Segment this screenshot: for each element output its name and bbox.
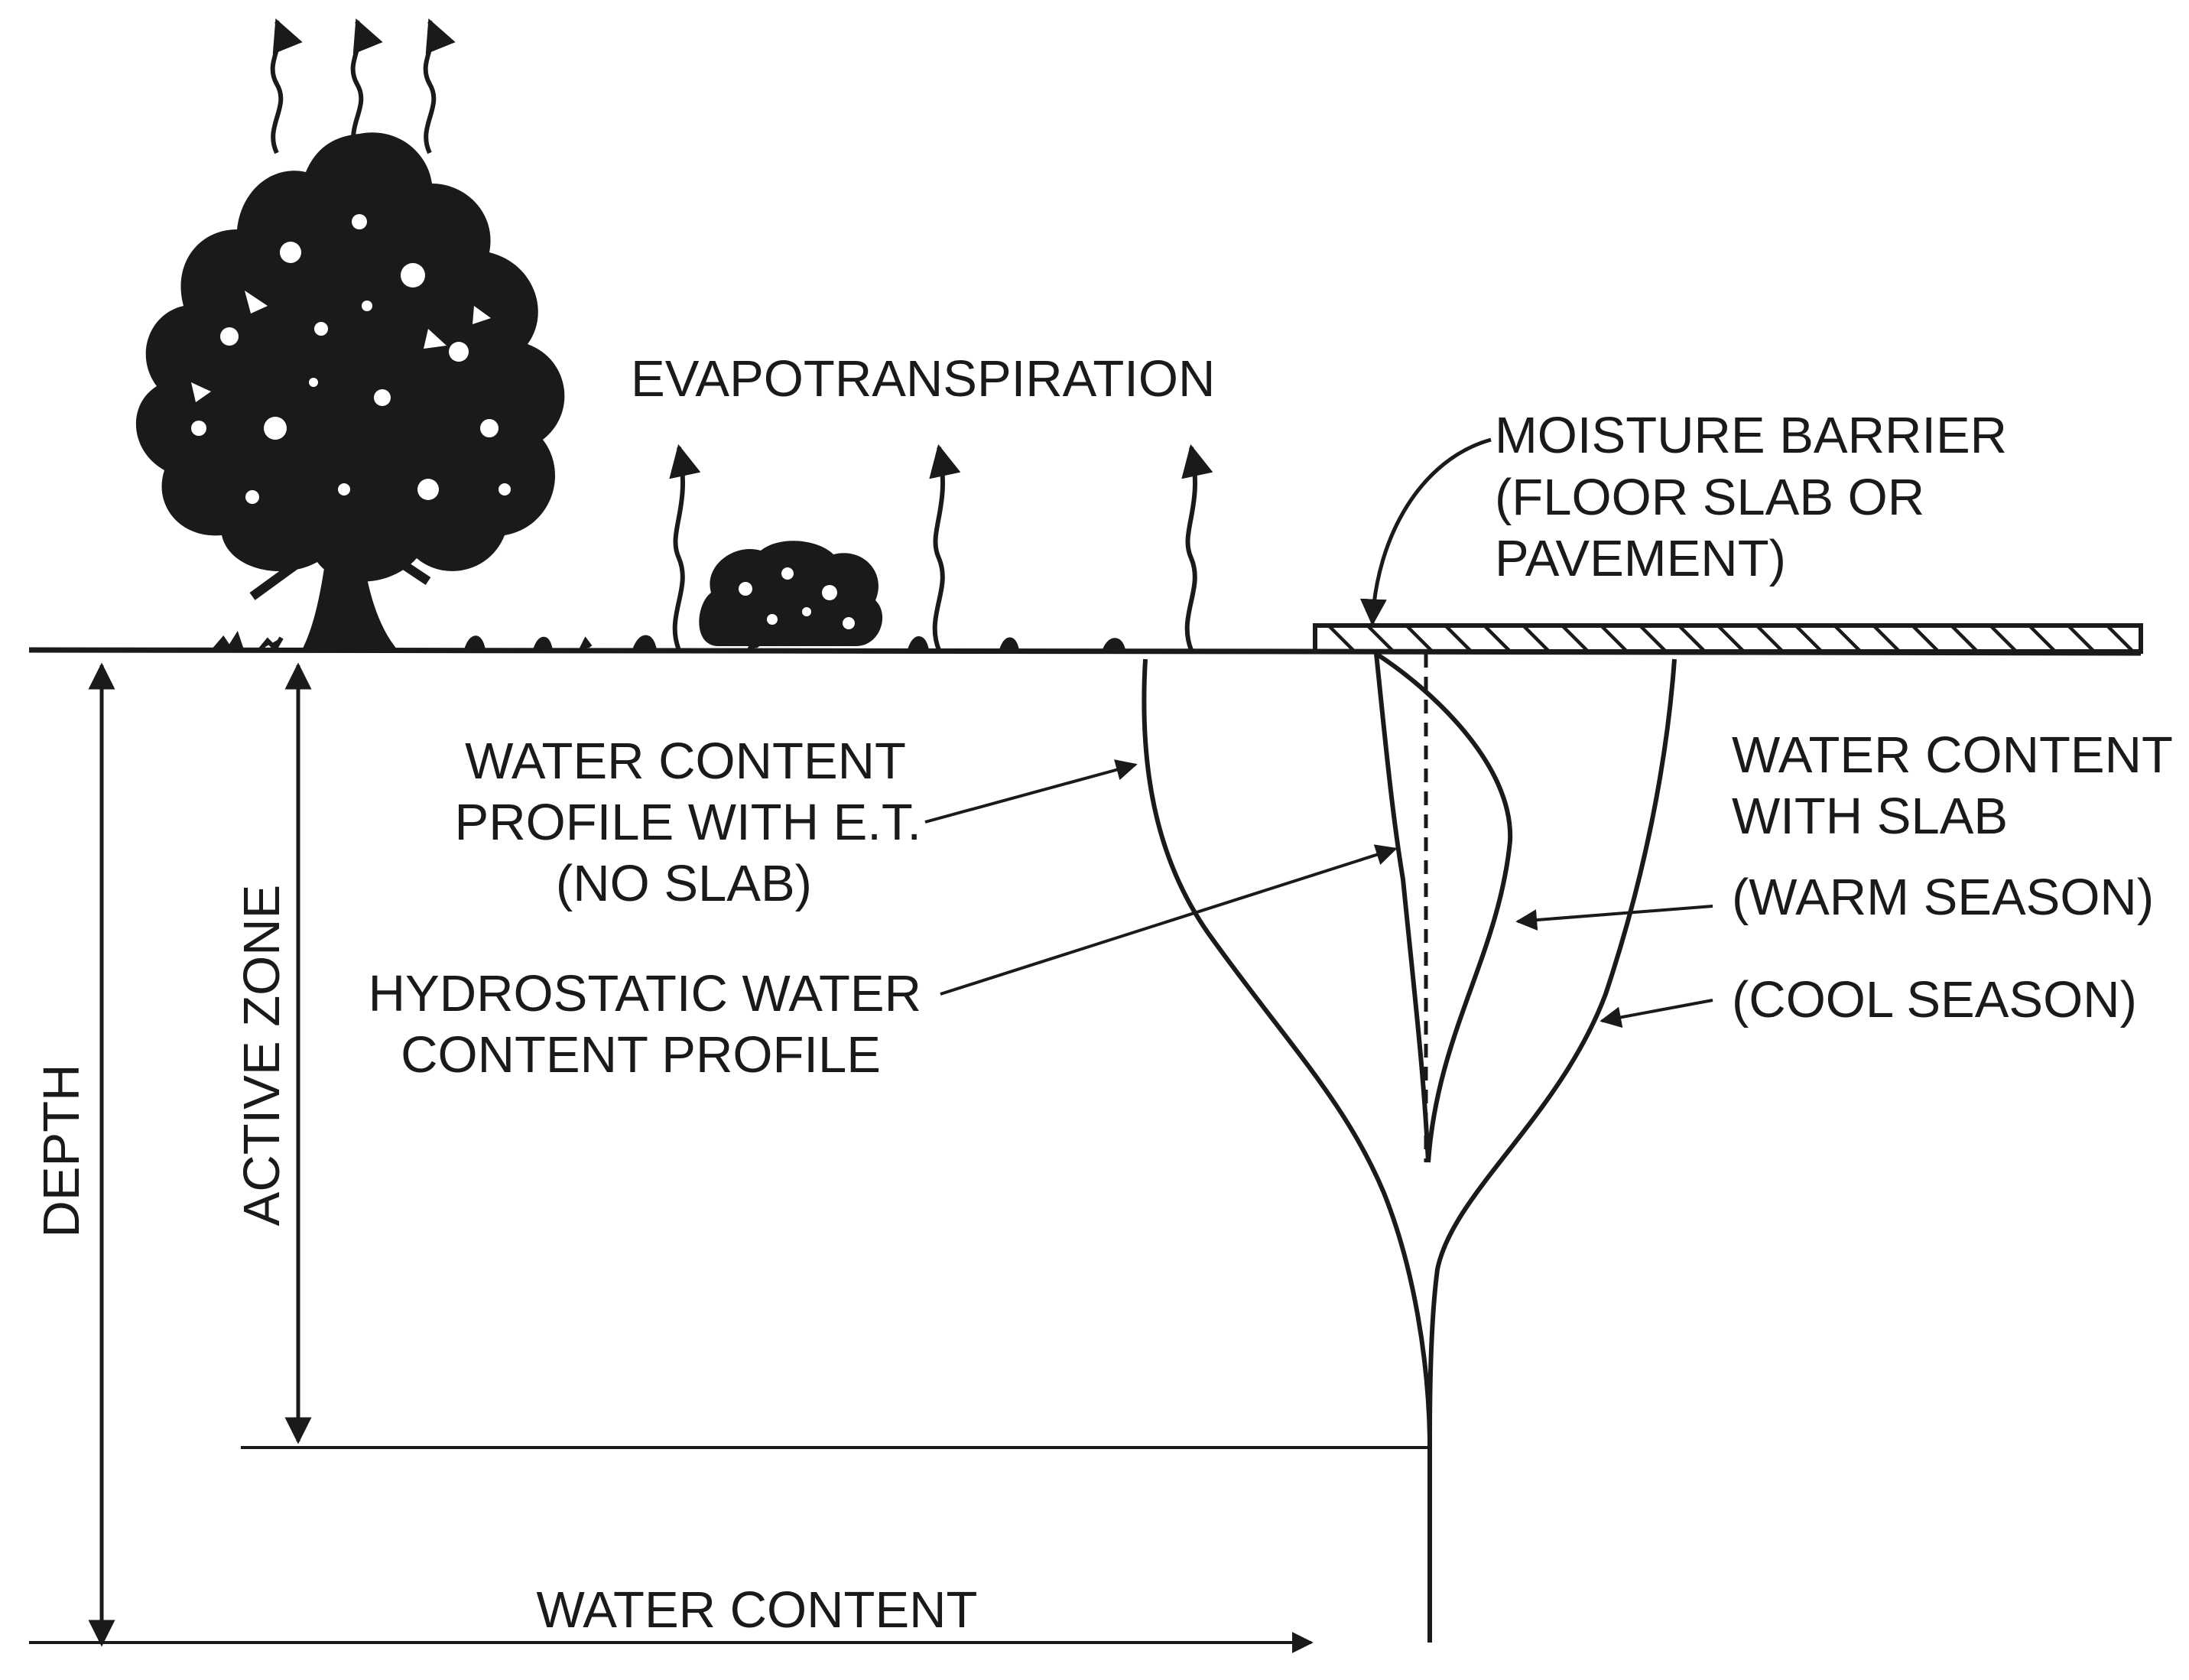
moisture-barrier-leader — [1359, 437, 1492, 626]
evapotranspiration-label: EVAPOTRANSPIRATION — [631, 350, 1215, 408]
moisture-barrier-label-1: MOISTURE BARRIER — [1495, 407, 2007, 464]
x-axis-label: WATER CONTENT — [537, 1581, 978, 1639]
et-profile-curve — [1142, 658, 1432, 1438]
active-zone-label: ACTIVE ZONE — [233, 885, 291, 1227]
et-profile-label-2: PROFILE WITH E.T. — [455, 794, 922, 851]
tree-icon — [135, 132, 565, 650]
et-profile-label-1: WATER CONTENT — [465, 733, 906, 790]
hydrostatic-label-2: CONTENT PROFILE — [401, 1026, 881, 1084]
bush-icon — [699, 541, 883, 646]
with-slab-label-1: WATER CONTENT — [1732, 726, 2173, 784]
evaporation-arrows — [270, 18, 1213, 652]
moisture-barrier-slab — [1313, 623, 2143, 654]
warm-season-label: (WARM SEASON) — [1732, 869, 2154, 926]
depth-label: DEPTH — [33, 1064, 90, 1237]
warm-season-profile-curve — [1375, 652, 1513, 1163]
cool-season-label: (COOL SEASON) — [1732, 971, 2137, 1028]
hydrostatic-label-1: HYDROSTATIC WATER — [369, 965, 921, 1022]
cool-season-profile-curve — [1427, 658, 1677, 1438]
moisture-barrier-label-2: (FLOOR SLAB OR — [1495, 469, 1924, 526]
hydrostatic-leader — [940, 844, 1398, 996]
et-profile-leader — [924, 759, 1138, 824]
hydrostatic-profile-curve — [1374, 653, 1431, 1163]
warm-season-leader — [1515, 905, 1713, 931]
cool-season-leader — [1600, 999, 1713, 1028]
et-profile-label-3: (NO SLAB) — [556, 855, 812, 912]
with-slab-label-2: WITH SLAB — [1732, 788, 2008, 845]
moisture-barrier-label-3: PAVEMENT) — [1495, 530, 1786, 587]
